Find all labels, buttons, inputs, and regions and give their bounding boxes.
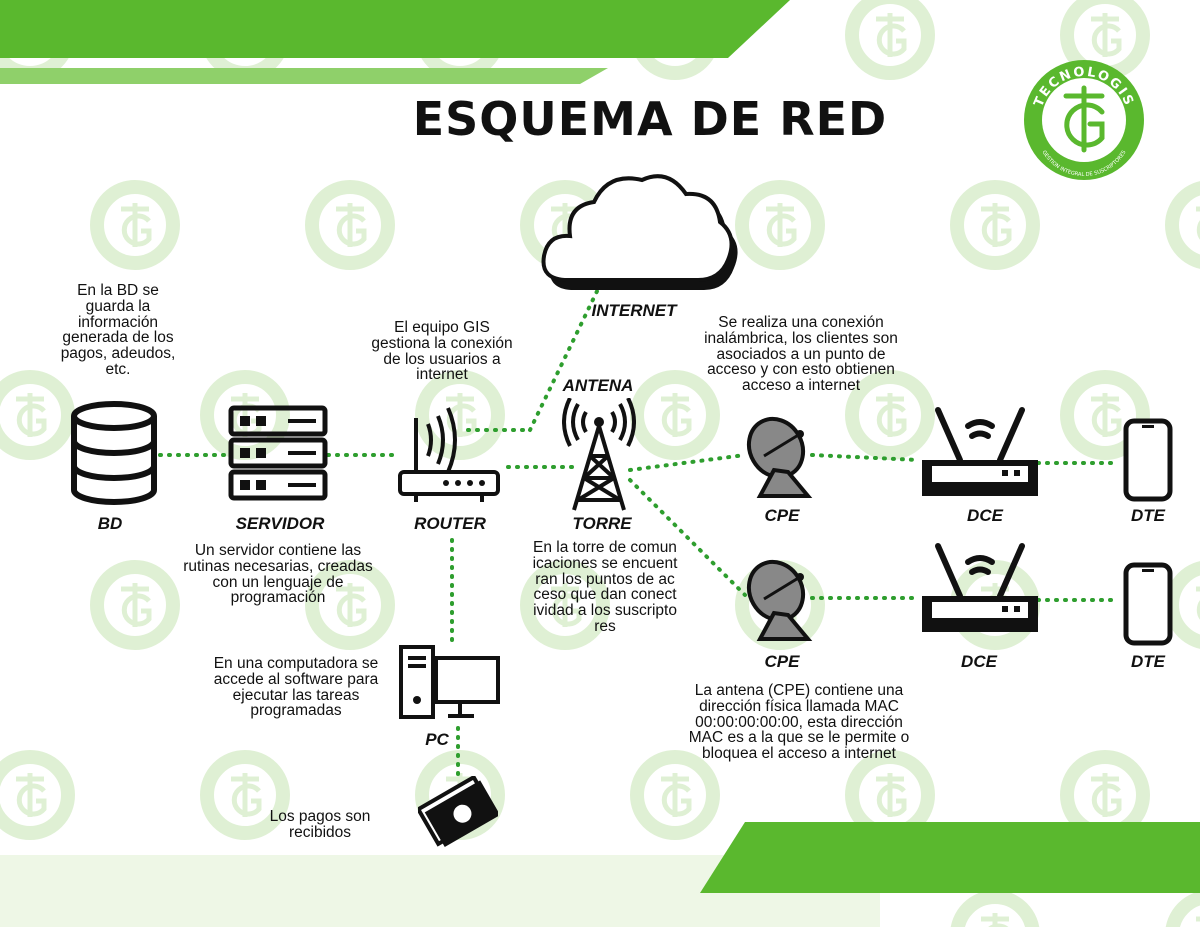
watermark-logo bbox=[735, 180, 825, 270]
watermark-logo bbox=[200, 750, 290, 840]
computer-icon bbox=[399, 645, 500, 719]
satellite-dish-icon bbox=[746, 559, 813, 641]
watermark-logo bbox=[845, 370, 935, 460]
watermark-logo bbox=[0, 750, 75, 840]
phone-icon bbox=[1123, 418, 1173, 502]
watermark-logo bbox=[90, 180, 180, 270]
watermark-logo bbox=[950, 180, 1040, 270]
label-dce-top: DCE bbox=[967, 506, 1003, 525]
watermark-logo bbox=[305, 180, 395, 270]
label-antena: ANTENA bbox=[562, 376, 634, 395]
label-cpe-top: CPE bbox=[764, 506, 800, 525]
label-dte-top: DTE bbox=[1131, 506, 1165, 525]
label-dce-bottom: DCE bbox=[961, 652, 997, 671]
note-router: El equipo GIS gestiona la conexión de lo… bbox=[371, 319, 513, 384]
note-pagos: Los pagos son recibidos bbox=[269, 808, 371, 841]
page-title: ESQUEMA DE RED bbox=[412, 92, 888, 146]
watermark-logo bbox=[305, 560, 395, 650]
note-wireless: Se realiza una conexión inalámbrica, los… bbox=[704, 314, 898, 395]
note-bd: En la BD se guarda la información genera… bbox=[60, 282, 176, 378]
watermark-logo bbox=[415, 370, 505, 460]
database-icon bbox=[71, 401, 157, 505]
note-servidor: Un servidor contiene las rutinas necesar… bbox=[183, 542, 373, 607]
money-icon bbox=[418, 776, 498, 848]
satellite-dish-icon bbox=[746, 416, 813, 498]
wifi-router-icon bbox=[922, 543, 1038, 632]
server-icon bbox=[228, 405, 328, 501]
label-servidor: SERVIDOR bbox=[235, 514, 325, 533]
note-torre: En la torre de comunicaciones se encuent… bbox=[532, 539, 678, 635]
watermark-logo bbox=[0, 370, 75, 460]
label-cpe-bottom: CPE bbox=[764, 652, 800, 671]
watermark-logo bbox=[90, 560, 180, 650]
note-pc: En una computadora se accede al software… bbox=[213, 655, 379, 720]
watermark-logo bbox=[950, 890, 1040, 927]
cloud-icon bbox=[541, 174, 738, 290]
wifi-router-icon bbox=[922, 407, 1038, 496]
watermark-logo bbox=[845, 0, 935, 80]
note-cpe: La antena (CPE) contiene una dirección f… bbox=[688, 682, 910, 763]
watermark-logo bbox=[630, 750, 720, 840]
watermark-logo bbox=[520, 560, 610, 650]
router-icon bbox=[398, 407, 500, 502]
label-internet: INTERNET bbox=[591, 301, 677, 320]
label-pc: PC bbox=[425, 730, 449, 749]
label-router: ROUTER bbox=[414, 514, 486, 533]
label-torre: TORRE bbox=[572, 514, 632, 533]
phone-icon bbox=[1123, 562, 1173, 646]
label-bd: BD bbox=[97, 514, 123, 533]
watermark-logo bbox=[1060, 370, 1150, 460]
label-dte-bottom: DTE bbox=[1131, 652, 1165, 671]
brand-logo: TECNOLOGIS GESTION INTEGRAL DE SUSCRIPTO… bbox=[1024, 60, 1144, 180]
watermark-logo bbox=[630, 370, 720, 460]
tower-icon bbox=[562, 398, 636, 511]
